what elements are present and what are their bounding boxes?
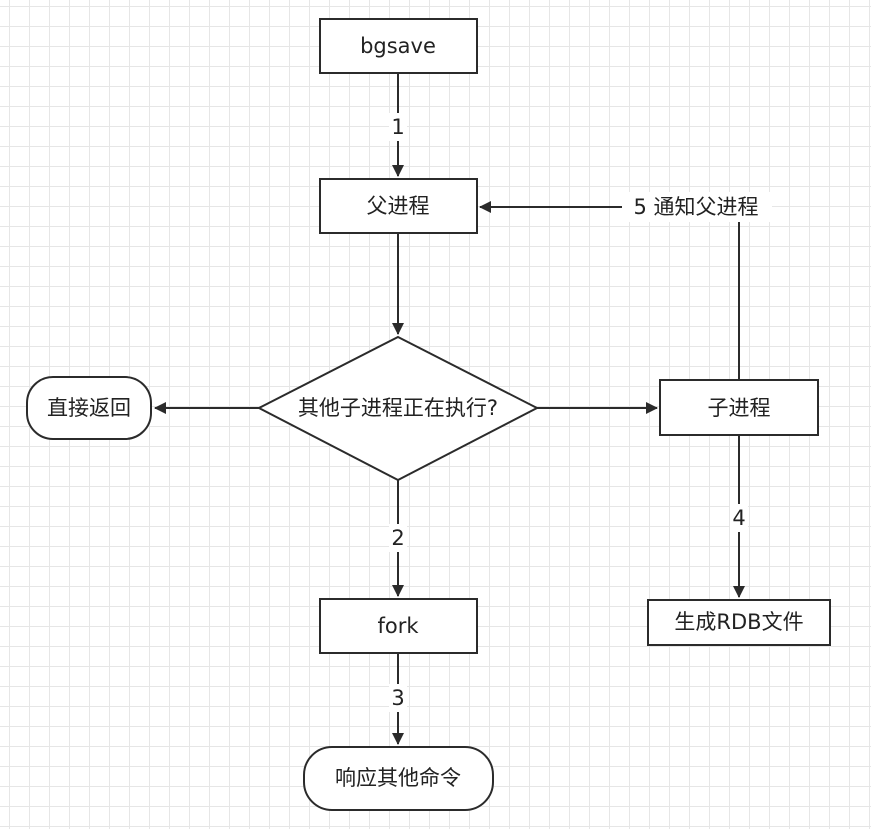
node-decision-label: 其他子进程正在执行?	[298, 396, 498, 420]
node-generate-rdb-file: 生成RDB文件	[647, 599, 831, 646]
edge-label-3: 3	[389, 684, 407, 712]
edge-child-to-parent	[479, 201, 740, 380]
node-fork: fork	[319, 598, 478, 654]
node-return-directly: 直接返回	[26, 376, 152, 440]
edge-label-2: 2	[389, 524, 407, 552]
node-child-process-label: 子进程	[708, 396, 771, 420]
node-bgsave: bgsave	[319, 18, 478, 74]
node-fork-label: fork	[377, 614, 419, 638]
node-return-directly-label: 直接返回	[47, 396, 131, 420]
edge-label-4: 4	[730, 504, 748, 532]
node-decision-other-child-running: 其他子进程正在执行?	[256, 335, 540, 482]
edge-label-1: 1	[389, 113, 407, 141]
node-parent-process-label: 父进程	[367, 194, 430, 218]
edge-label-2-text: 2	[391, 526, 404, 550]
node-parent-process: 父进程	[319, 178, 478, 234]
edge-label-4-text: 4	[732, 506, 745, 530]
edge-label-5: 5 通知父进程	[622, 192, 772, 222]
node-respond-other-commands: 响应其他命令	[303, 746, 494, 811]
node-bgsave-label: bgsave	[360, 34, 436, 58]
node-respond-other-commands-label: 响应其他命令	[335, 766, 461, 790]
edge-label-5-text: 5 通知父进程	[633, 195, 758, 219]
edge-label-1-text: 1	[391, 115, 404, 139]
node-generate-rdb-file-label: 生成RDB文件	[674, 610, 803, 634]
node-child-process: 子进程	[659, 379, 819, 436]
edge-label-3-text: 3	[391, 686, 404, 710]
